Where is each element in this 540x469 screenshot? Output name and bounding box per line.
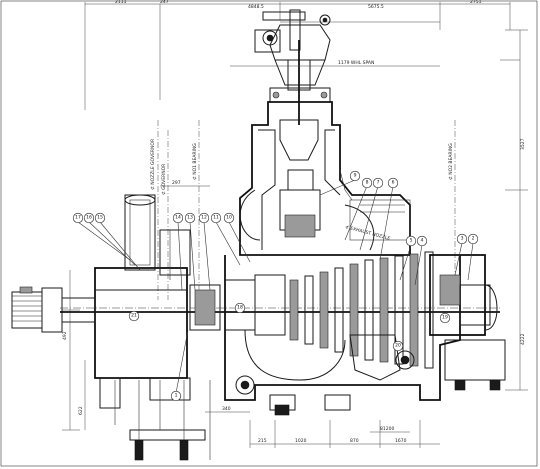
dim-right-height: 3527	[520, 138, 526, 150]
callout-label: 20	[395, 343, 401, 349]
foundation	[114, 380, 211, 461]
callout-label: 17	[75, 215, 81, 221]
callout-bubble: 18	[234, 302, 246, 314]
callout-label: 11	[213, 215, 219, 221]
stage-disc	[289, 279, 299, 341]
stage-disc	[319, 271, 329, 349]
stage-disc	[379, 257, 389, 363]
dim-bottom-left: 340	[222, 406, 231, 412]
right-bearing	[429, 254, 506, 391]
callout-label: 9	[354, 173, 357, 179]
callout-label: 15	[97, 215, 103, 221]
centerline-governor: ⊄ GOVERNOR	[161, 164, 167, 195]
centerline-nozzle: ⊄ NOZZLE GOVERNOR	[150, 139, 156, 190]
stage-disc	[334, 267, 344, 353]
upper-casing	[239, 101, 411, 256]
callout-bubble: 20	[392, 340, 404, 352]
callout-bubble: 13	[184, 212, 196, 224]
callout-label: 6	[392, 180, 395, 186]
callout-bubble: 15	[94, 212, 106, 224]
lower-casing	[224, 255, 461, 416]
callout-label: 7	[377, 180, 380, 186]
callout-label: 5	[410, 238, 413, 244]
callout-label: 21	[131, 313, 137, 319]
callout-bubble: 16	[83, 212, 95, 224]
callout-bubble: 4	[416, 235, 428, 247]
callout-bubble: 12	[198, 212, 210, 224]
callout-label: 8	[366, 180, 369, 186]
top-dimensions: 2111 247 4848.5 5675.5 2751	[84, 0, 511, 110]
dim-top-center-1: 4848.5	[248, 4, 264, 10]
callout-bubble: 5	[405, 235, 417, 247]
callout-label: 18	[237, 305, 243, 311]
stage-disc	[424, 251, 434, 369]
rotor-shaft	[60, 274, 500, 336]
callout-bubble: 7	[372, 177, 384, 189]
dim-mid-small: 297	[172, 180, 181, 186]
dim-top-left-2: 247	[160, 0, 169, 5]
stage-disc	[364, 259, 374, 361]
dim-left-height: 492	[62, 331, 68, 340]
callout-label: 10	[226, 215, 232, 221]
dim-spread: 1179 WHL SPAN	[338, 60, 374, 66]
stage-disc	[409, 253, 419, 367]
dim-right-low: 4222	[520, 333, 526, 345]
callout-bubble: 6	[387, 177, 399, 189]
callout-bubble: 1	[170, 390, 182, 402]
centerline-exhaust: ⊄ EXHAUST NOZZLE	[344, 224, 390, 242]
callout-label: 2	[472, 236, 475, 242]
stage-disc	[304, 275, 314, 345]
callout-label: 19	[442, 315, 448, 321]
callout-bubble: 17	[72, 212, 84, 224]
leader-lines	[77, 179, 474, 394]
callout-label: 14	[175, 215, 181, 221]
dim-bottom-4: 1670	[395, 438, 407, 444]
callout-bubble: 9	[349, 170, 361, 182]
callout-bubble: 14	[172, 212, 184, 224]
centerline-bearing-2: ⊄ NO2 BEARING	[448, 143, 454, 180]
dim-top-left: 2111	[115, 0, 127, 5]
dim-top-center-2: 5675.5	[368, 4, 384, 10]
stage-disc	[349, 263, 359, 357]
dim-left-height-2: 622	[78, 406, 84, 415]
callout-bubble: 19	[439, 312, 451, 324]
callout-bubble: 8	[361, 177, 373, 189]
dim-bottom-2: 1020	[295, 438, 307, 444]
callout-label: 13	[187, 215, 193, 221]
centerline-bearing-1: ⊄ NO1 BEARING	[192, 143, 198, 180]
callout-bubble: 11	[210, 212, 222, 224]
callout-label: 16	[86, 215, 92, 221]
governor-housing	[94, 194, 191, 409]
callout-label: 4	[421, 238, 424, 244]
callout-bubble: 2	[467, 233, 479, 245]
motor	[11, 286, 96, 333]
callout-label: 12	[201, 215, 207, 221]
turbine-stages	[289, 251, 434, 369]
callout-label: 3	[461, 236, 464, 242]
dim-bottom-5: 81200	[380, 426, 394, 432]
governor-valve-assembly: 1179 WHL SPAN	[230, 9, 440, 125]
right-dimension: 3527 4222	[500, 29, 528, 391]
callout-bubble: 10	[223, 212, 235, 224]
left-dimensions: 492 622	[62, 270, 86, 431]
callout-bubble: 21	[128, 310, 140, 322]
dim-top-right: 2751	[470, 0, 482, 5]
callout-bubble: 3	[456, 233, 468, 245]
callout-label: 1	[175, 393, 178, 399]
dim-bottom-3: 870	[350, 438, 359, 444]
bottom-dimensions: 340 215 1020 870 1670 81200	[205, 406, 440, 448]
dim-bottom-1: 215	[258, 438, 267, 444]
